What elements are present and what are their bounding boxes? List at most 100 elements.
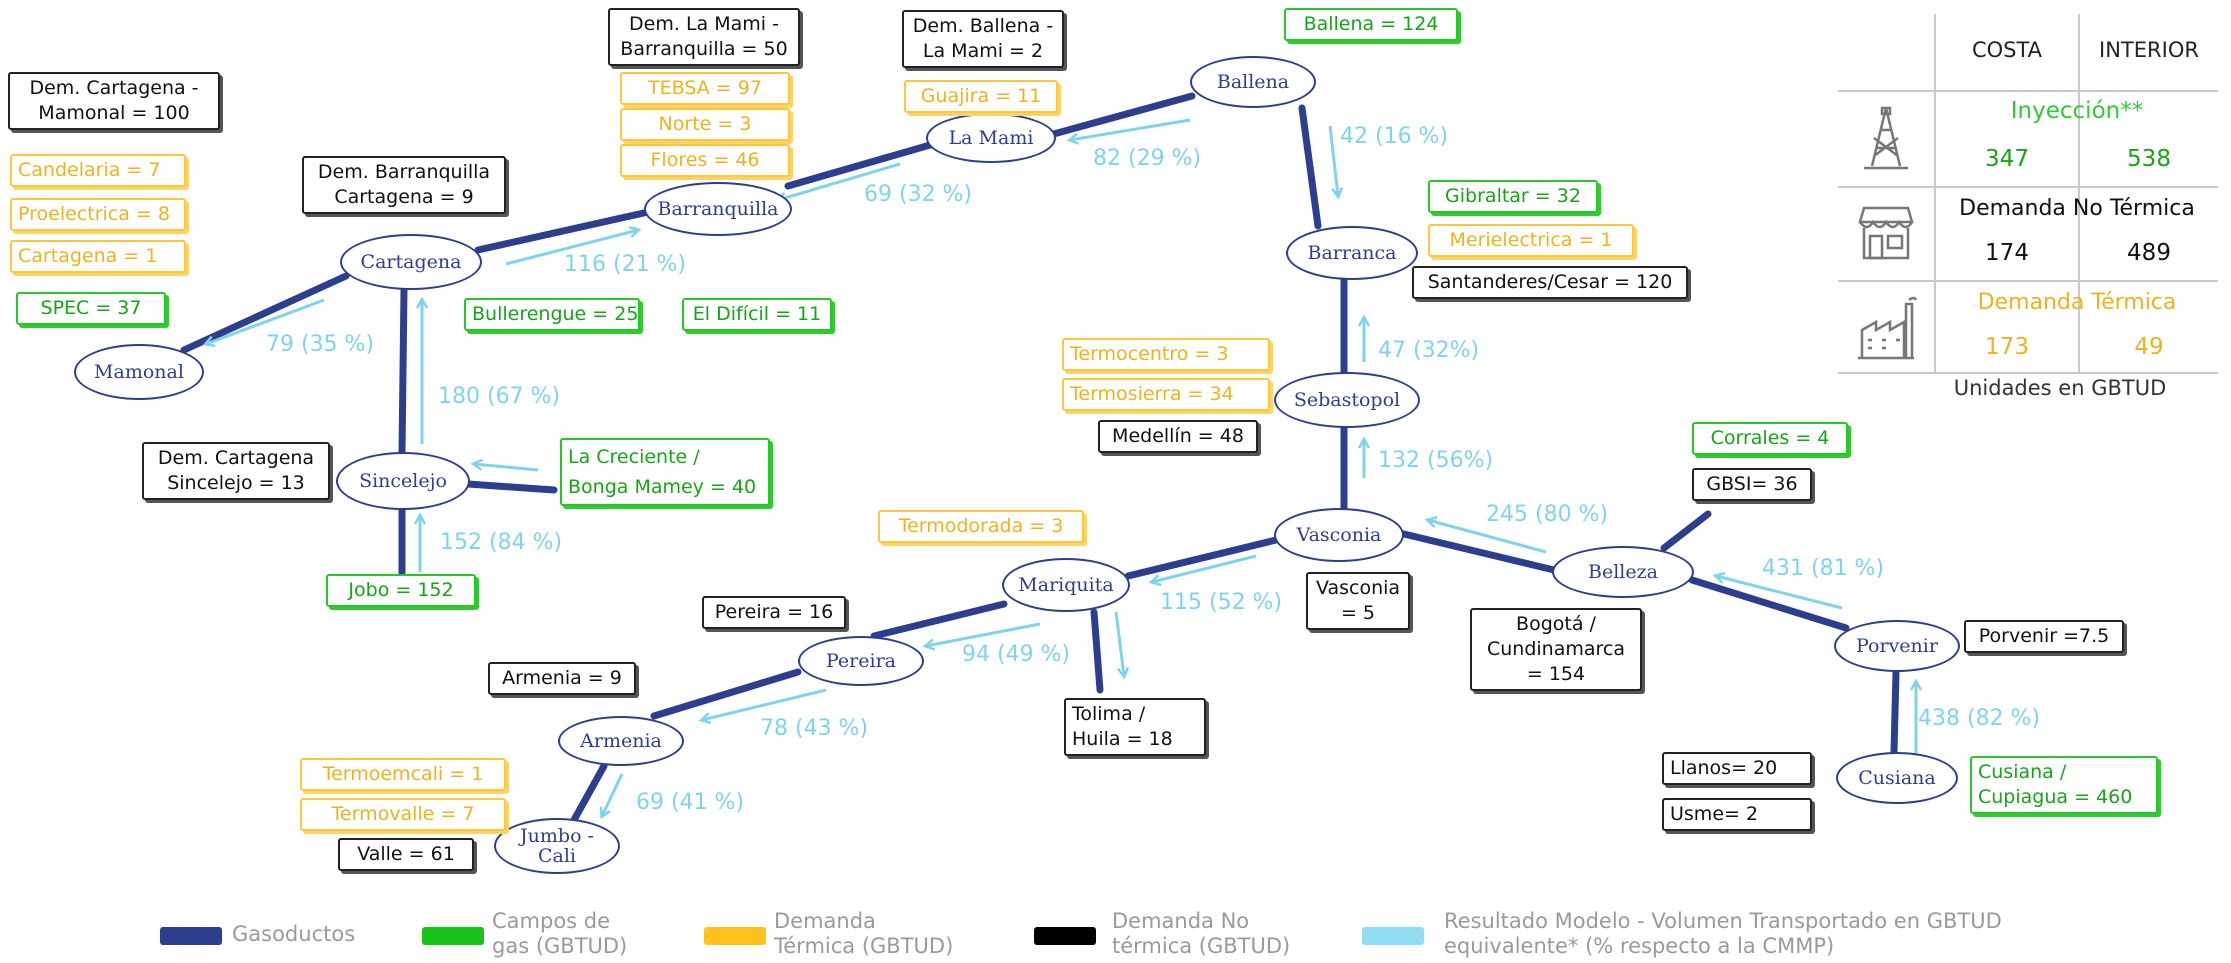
node-cartagena: Cartagena (340, 234, 482, 290)
legend-thermal: Demanda Térmica (GBTUD) (774, 909, 954, 958)
pipeline-pereira-armenia (650, 668, 802, 720)
label-candelaria: Candelaria = 7 (10, 154, 186, 187)
label-pereira-demand: Pereira = 16 (702, 596, 846, 629)
label-llanos: Llanos= 20 (1662, 752, 1812, 785)
label-tebsa: TEBSA = 97 (620, 72, 790, 105)
legend-non-thermal: Demanda No térmica (GBTUD) (1112, 909, 1291, 958)
node-vasconia: Vasconia (1274, 508, 1404, 562)
label-termosierra: Termosierra = 34 (1062, 378, 1270, 411)
label-dem-barranquilla-cartagena: Dem. Barranquilla Cartagena = 9 (302, 156, 506, 214)
pipeline-mariquita-tolima (1090, 608, 1104, 694)
node-sebastopol: Sebastopol (1274, 372, 1420, 428)
flow-ballena-lamami: 82 (29 %) (1093, 146, 1202, 171)
flow-arrow-vasconia-mariquita (1152, 554, 1257, 582)
summary-injection-label: Inyección** (2010, 98, 2144, 124)
summary-col-interior: INTERIOR (2099, 38, 2199, 62)
label-cusiana-cupiagua: Cusiana / Cupiagua = 460 (1970, 756, 2158, 814)
label-merielectrica: Merielectrica = 1 (1428, 224, 1634, 257)
label-bullerengue: Bullerengue = 25 (464, 298, 640, 331)
node-mariquita: Mariquita (1002, 558, 1130, 612)
pipeline-belleza-porvenir (1688, 576, 1850, 632)
summary-thermal-label: Demanda Térmica (1977, 290, 2177, 315)
summary-col-costa: COSTA (1971, 38, 2043, 62)
label-dem-lamami-barranquilla: Dem. La Mami - Barranquilla = 50 (608, 8, 800, 66)
flow-arrow-lamami-barranquilla (778, 162, 901, 200)
label-medellin: Medellín = 48 (1098, 420, 1258, 453)
flow-cusiana-porvenir: 438 (82 %) (1918, 706, 2041, 731)
pipeline-barranquilla-cartagena (474, 208, 652, 254)
label-jobo: Jobo = 152 (326, 574, 476, 607)
label-vasconia-demand: Vasconia = 5 (1306, 572, 1410, 630)
legend-pipelines: Gasoductos (232, 922, 356, 946)
flow-arrow-barranquilla-cartagena (505, 230, 638, 266)
flow-armenia-jumbo: 69 (41 %) (636, 790, 745, 815)
label-termocentro: Termocentro = 3 (1062, 338, 1270, 371)
summary-injection-costa: 347 (1985, 146, 2029, 172)
legend-swatch-gas-fields (422, 927, 484, 945)
flow-belleza-vasconia: 245 (80 %) (1486, 502, 1609, 527)
pipelines-layer (180, 92, 1900, 824)
summary-table: COSTA INTERIOR Inyección** 347 538 Deman… (1838, 14, 2218, 374)
pipeline-creciente-sincelejo (464, 480, 558, 494)
flow-arrow-mariquita-pereira (926, 622, 1041, 646)
node-jumbo-cali: Jumbo - Cali (494, 818, 620, 874)
label-norte: Norte = 3 (620, 108, 790, 141)
label-flores: Flores = 46 (620, 144, 790, 177)
node-barranca: Barranca (1286, 226, 1418, 280)
label-termoemcali: Termoemcali = 1 (300, 758, 506, 791)
node-mamonal: Mamonal (74, 344, 204, 400)
factory-icon (1854, 294, 1918, 364)
summary-units: Unidades en GBTUD (1953, 376, 2167, 400)
label-spec: SPEC = 37 (16, 292, 166, 325)
pipeline-lamami-barranquilla (784, 141, 934, 190)
legend-gas-fields: Campos de gas (GBTUD) (492, 909, 628, 958)
pipeline-mariquita-pereira (870, 600, 1008, 640)
node-sincelejo: Sincelejo (336, 452, 470, 510)
flow-vasconia-mariquita: 115 (52 %) (1160, 590, 1283, 615)
flow-arrow-armenia-jumbo (602, 773, 624, 816)
node-la-mami: La Mami (926, 113, 1056, 163)
label-valle: Valle = 61 (338, 838, 474, 871)
pipeline-porvenir-cusiana (1890, 668, 1900, 756)
summary-non-thermal-costa: 174 (1985, 240, 2029, 266)
label-gbsi: GBSI= 36 (1692, 468, 1812, 501)
label-termodorada: Termodorada = 3 (878, 510, 1084, 543)
label-proelectrica: Proelectrica = 8 (10, 198, 186, 231)
flow-vasconia-sebastopol: 132 (56%) (1378, 448, 1494, 473)
pipeline-vasconia-belleza (1400, 530, 1558, 574)
flow-arrow-mariquita-tolima (1114, 611, 1124, 676)
label-guajira: Guajira = 11 (904, 80, 1058, 113)
pipeline-belleza-gbsi (1660, 510, 1712, 552)
label-dem-cartagena-mamonal: Dem. Cartagena - Mamonal = 100 (8, 72, 220, 130)
node-barranquilla: Barranquilla (644, 182, 792, 236)
summary-injection-interior: 538 (2127, 146, 2171, 172)
label-la-creciente: La Creciente / Bonga Mamey = 40 (560, 438, 770, 506)
flow-pereira-armenia: 78 (43 %) (760, 716, 869, 741)
legend-swatch-non-thermal (1034, 927, 1096, 945)
node-pereira: Pereira (798, 636, 924, 686)
pipeline-vasconia-mariquita (1124, 536, 1280, 580)
label-termovalle: Termovalle = 7 (300, 798, 506, 831)
node-cusiana: Cusiana (1836, 752, 1958, 804)
label-dem-ballena-lamami: Dem. Ballena - La Mami = 2 (902, 10, 1064, 68)
node-armenia: Armenia (558, 716, 684, 766)
flow-arrow-ballena-lamami (1070, 118, 1191, 140)
label-ballena-field: Ballena = 124 (1284, 8, 1458, 41)
legend-model: Resultado Modelo - Volumen Transportado … (1444, 909, 2002, 958)
summary-thermal-interior: 49 (2134, 334, 2164, 360)
label-corrales: Corrales = 4 (1692, 422, 1848, 455)
flow-lamami-barranquilla: 69 (32 %) (864, 182, 973, 207)
store-icon (1858, 200, 1914, 266)
flow-arrow-cartagena-mamonal (206, 298, 325, 344)
legend-swatch-model (1362, 927, 1424, 945)
flow-arrow-pereira-armenia (702, 688, 827, 720)
oil-derrick-icon (1858, 104, 1914, 174)
node-belleza: Belleza (1552, 546, 1694, 598)
flow-barranquilla-cartagena: 116 (21 %) (564, 252, 687, 277)
flow-arrows-layer (206, 118, 1916, 816)
label-tolima-huila: Tolima / Huila = 18 (1064, 698, 1206, 756)
label-el-dificil: El Difícil = 11 (682, 298, 832, 331)
flow-sincelejo-cartagena: 180 (67 %) (438, 384, 561, 409)
label-cartagena-thermal: Cartagena = 1 (10, 240, 186, 273)
